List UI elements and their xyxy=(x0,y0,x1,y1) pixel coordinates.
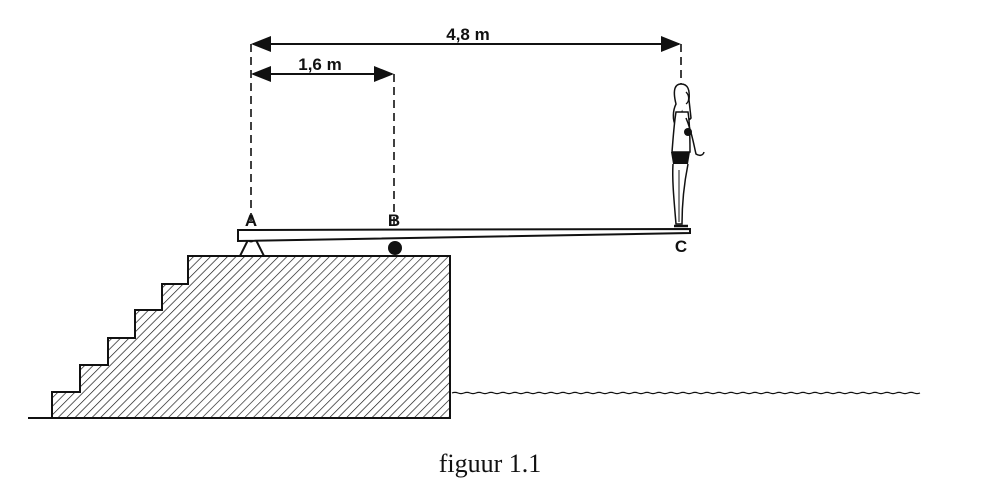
point-label-b: B xyxy=(388,211,400,230)
platform-stairs xyxy=(28,255,451,419)
roller-support-b xyxy=(388,241,402,255)
dimension-label-ab: 1,6 m xyxy=(298,55,341,74)
dimension-label-total: 4,8 m xyxy=(446,25,489,44)
figure-caption: figuur 1.1 xyxy=(439,449,542,478)
diving-board xyxy=(237,227,691,243)
point-label-a: A xyxy=(245,211,257,230)
diver-figure xyxy=(671,83,705,228)
water-surface xyxy=(451,391,921,395)
point-label-c: C xyxy=(675,237,687,256)
